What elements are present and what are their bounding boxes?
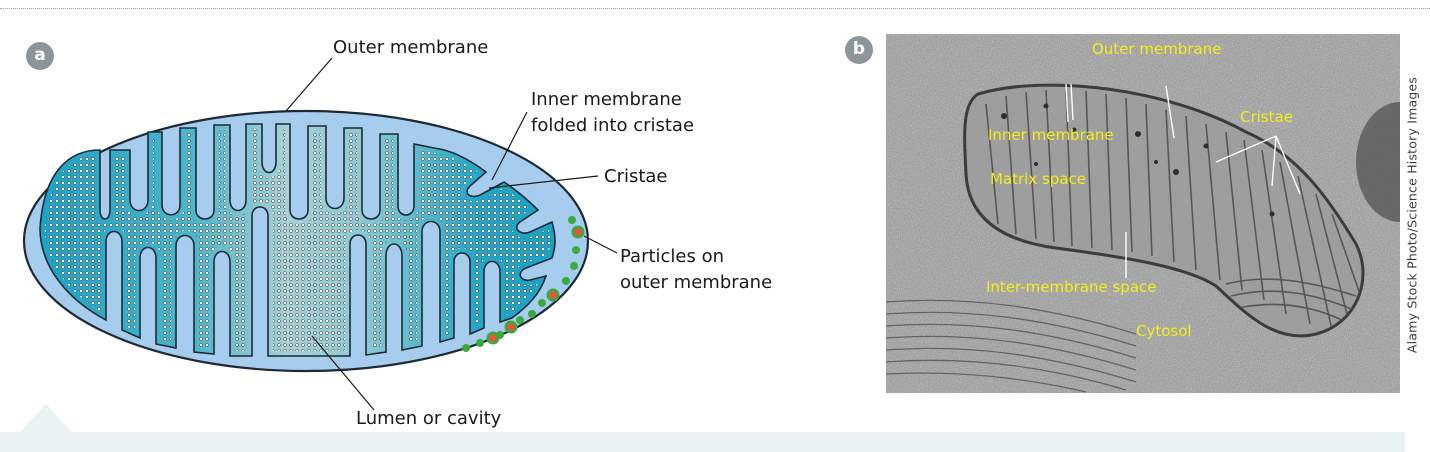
micro-label-matrix-space: Matrix space [990, 170, 1086, 188]
caption-band [0, 432, 1405, 452]
micro-label-cytosol: Cytosol [1136, 322, 1192, 340]
label-inner-membrane-1: Inner membrane [531, 89, 682, 110]
micro-label-outer-membrane: Outer membrane [1092, 40, 1221, 58]
caption-tab [20, 404, 72, 432]
panel-b-badge: b [845, 36, 873, 64]
label-inner-membrane-2: folded into cristae [531, 115, 694, 136]
label-lumen: Lumen or cavity [356, 408, 502, 429]
inner-membrane-particles [30, 110, 570, 370]
label-outer-membrane: Outer membrane [333, 37, 488, 58]
micro-label-intermembrane-space: Inter-membrane space [986, 278, 1157, 296]
micro-label-inner-membrane: Inner membrane [988, 126, 1114, 144]
mitochondrion-diagram: Outer membrane Inner membrane folded int… [0, 0, 840, 440]
label-particles-1: Particles on [620, 246, 724, 267]
label-cristae: Cristae [604, 166, 668, 187]
electron-micrograph: Outer membrane Inner membrane Cristae Ma… [886, 34, 1400, 393]
micro-label-cristae: Cristae [1240, 108, 1293, 126]
label-particles-2: outer membrane [620, 272, 772, 293]
